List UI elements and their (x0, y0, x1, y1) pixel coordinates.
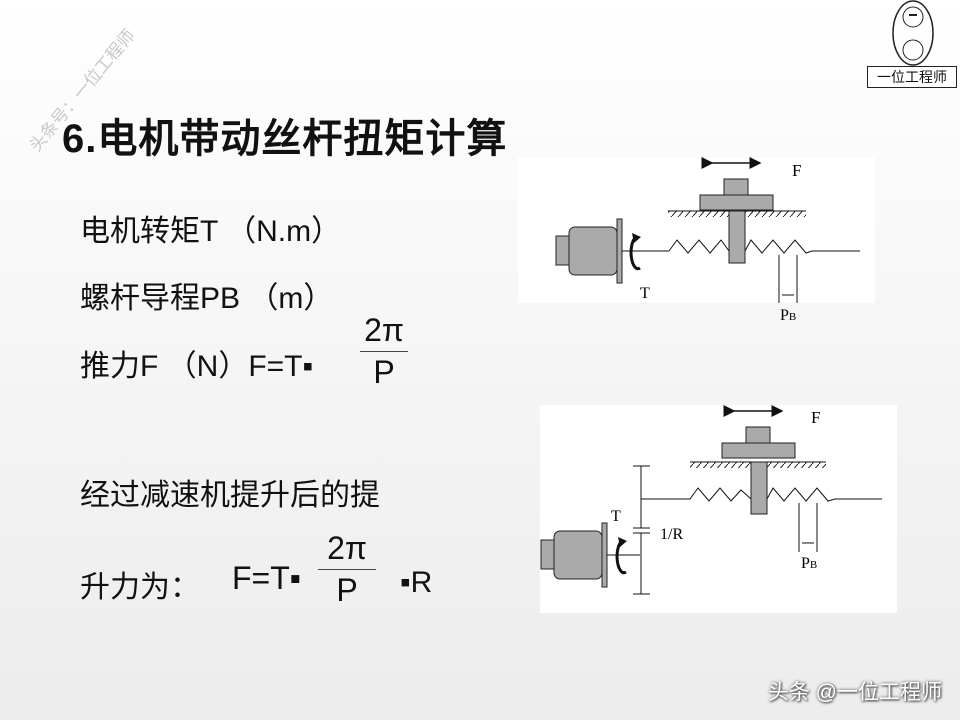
lead-label: PB (801, 555, 817, 572)
lead-label: PB (780, 307, 796, 324)
gear-reducer (633, 465, 650, 595)
torque-line: 电机转矩T （N.m） (80, 215, 342, 248)
formula-2: F=T▪ (232, 560, 302, 596)
leadscrew-diagram-2: F T 1/R PB (540, 405, 897, 613)
logo-text: 一位工程师 (867, 66, 957, 88)
torque-label: T (640, 285, 650, 302)
thrust-line: 推力F （N）F=T▪ (80, 350, 314, 383)
numerator: 2π (327, 530, 367, 566)
torque-label: T (611, 508, 621, 525)
rotation-arrow-icon (615, 537, 627, 575)
reduction-line-1: 经过减速机提升后的提 (80, 479, 380, 512)
leadscrew-diagram-1: F T PB (518, 157, 875, 324)
rotation-arrow-icon (629, 233, 641, 271)
denominator: P (336, 572, 358, 608)
page-title: 6.电机带动丝杆扭矩计算 (62, 117, 508, 161)
r-factor: ▪R (400, 566, 433, 599)
motor-icon (540, 522, 608, 588)
reduction-line-2: 升力为： (80, 571, 200, 604)
force-label: F (792, 161, 801, 180)
ratio-label: 1/R (660, 526, 683, 543)
lead-line: 螺杆导程PB （m） (80, 282, 334, 315)
force-label: F (811, 408, 820, 427)
fraction-2: 2π P (318, 530, 376, 609)
fraction-1: 2π P (360, 312, 408, 391)
footer-attribution: 头条 @一位工程师 (767, 681, 942, 704)
motor-icon (555, 218, 623, 284)
numerator: 2π (364, 312, 404, 348)
logo-emblem-icon (892, 0, 934, 66)
denominator: P (373, 354, 395, 390)
